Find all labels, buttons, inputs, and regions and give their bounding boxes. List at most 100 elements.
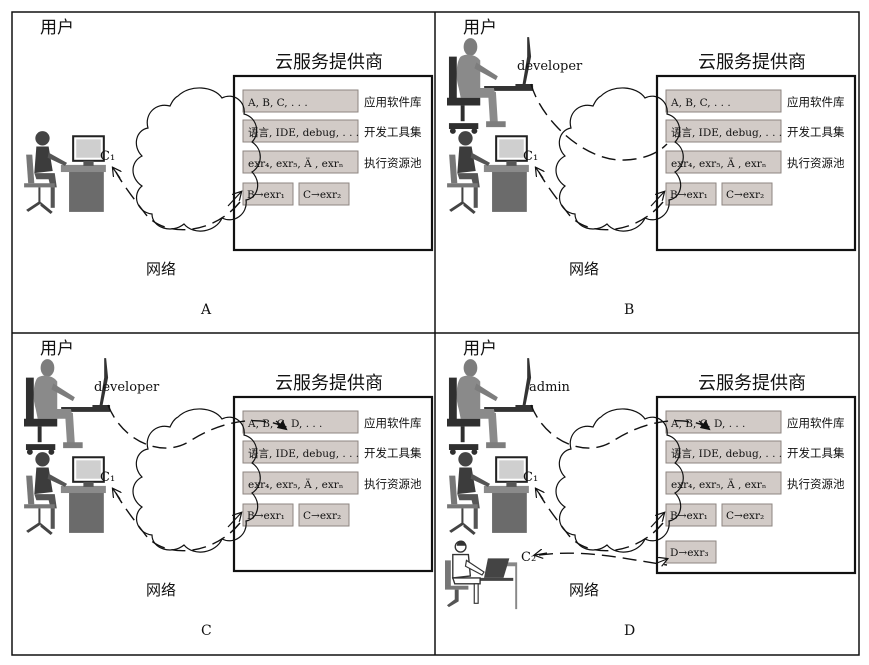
mapping-box	[721, 182, 773, 206]
developer-figure	[24, 358, 111, 455]
network-label: 网络	[146, 260, 176, 278]
row-item-text: exr₄, exr₅, Ä , exrₙ	[248, 156, 344, 170]
mapping-box	[665, 540, 717, 564]
network-label: 网络	[146, 581, 176, 599]
mapping-text: C→exr₂	[726, 510, 764, 522]
row-item-box	[242, 471, 359, 495]
network-label: 网络	[569, 581, 599, 599]
row-item-text: 语言, IDE, debug, . . .	[248, 447, 359, 460]
client-c1-figure	[23, 451, 107, 536]
developer-connection	[530, 83, 668, 161]
c1-connection	[538, 492, 664, 552]
c1-arrow	[113, 168, 120, 179]
row-item-box	[242, 150, 359, 174]
panel-caption: C	[201, 623, 212, 639]
user-label: 用户	[463, 18, 497, 38]
c2-arrow	[535, 553, 548, 555]
row-label: 开发工具集	[787, 446, 845, 460]
role-label: developer	[94, 380, 160, 395]
row-item-text: exr₄, exr₅, Ä , exrₙ	[248, 477, 344, 491]
client-c1-label: C₁	[523, 470, 538, 485]
provider-title: 云服务提供商	[275, 373, 383, 394]
row-label: 应用软件库	[364, 416, 422, 430]
client-c1-figure	[446, 130, 530, 215]
network-label: 网络	[569, 260, 599, 278]
row-item-text: exr₄, exr₅, Ä , exrₙ	[671, 156, 767, 170]
developer-arrow	[275, 420, 288, 431]
row-label: 开发工具集	[364, 446, 422, 460]
mapping-box	[242, 503, 294, 527]
mapping-box	[665, 503, 717, 527]
developer-connection	[107, 404, 281, 449]
provider-arrow	[650, 513, 664, 528]
row-item-box	[242, 440, 359, 464]
panel-caption: D	[624, 623, 635, 639]
row-item-text: 语言, IDE, debug, . . .	[248, 126, 359, 139]
row-item-box	[242, 410, 359, 434]
client-c1-figure	[446, 451, 530, 536]
row-item-box	[665, 119, 782, 143]
developer-connection	[530, 404, 704, 449]
row-item-box	[665, 410, 782, 434]
row-label: 执行资源池	[364, 477, 422, 491]
developer-figure	[447, 358, 534, 455]
client-c2-figure	[444, 539, 518, 610]
provider-arrow	[227, 192, 241, 207]
c1-arrow	[113, 489, 120, 500]
row-item-text: exr₄, exr₅, Ä , exrₙ	[671, 477, 767, 491]
mapping-text: B→exr₁	[670, 510, 708, 522]
mapping-text: B→exr₁	[247, 189, 285, 201]
panel-caption: A	[200, 302, 212, 318]
mapping-box	[665, 182, 717, 206]
row-item-box	[665, 440, 782, 464]
row-item-box	[665, 150, 782, 174]
client-c1-figure	[23, 130, 107, 215]
developer-figure	[447, 37, 534, 134]
row-label: 应用软件库	[364, 95, 422, 109]
row-label: 应用软件库	[787, 95, 845, 109]
client-c1-label: C₁	[100, 470, 115, 485]
row-label: 执行资源池	[364, 156, 422, 170]
row-label: 开发工具集	[787, 125, 845, 139]
user-label: 用户	[40, 18, 74, 38]
provider-title: 云服务提供商	[698, 373, 806, 394]
mapping-text: C→exr₂	[303, 189, 341, 201]
developer-arrow	[698, 420, 711, 431]
mapping-text: C→exr₂	[726, 189, 764, 201]
mapping-box	[242, 182, 294, 206]
user-label: 用户	[40, 339, 74, 359]
mapping-box	[298, 182, 350, 206]
row-item-box	[242, 89, 359, 113]
role-label: admin	[529, 380, 571, 395]
c1-arrow	[536, 168, 543, 179]
mapping-text: B→exr₁	[670, 189, 708, 201]
client-c1-label: C₁	[100, 149, 115, 164]
mapping-box	[298, 503, 350, 527]
c1-connection	[115, 171, 241, 231]
row-item-box	[242, 119, 359, 143]
row-item-text: A, B, C, . . .	[247, 97, 308, 109]
provider-title: 云服务提供商	[698, 52, 806, 73]
row-item-box	[665, 471, 782, 495]
provider-title: 云服务提供商	[275, 52, 383, 73]
client-c1-label: C₁	[523, 149, 538, 164]
row-label: 执行资源池	[787, 156, 845, 170]
c1-connection	[538, 171, 664, 231]
provider-arrow	[227, 513, 241, 528]
c2-provider-arrow	[656, 559, 667, 563]
mapping-text: B→exr₁	[247, 510, 285, 522]
client-c2-label: C₂	[521, 550, 536, 565]
mapping-text: D→exr₃	[670, 547, 709, 559]
row-item-text: 语言, IDE, debug, . . .	[671, 447, 782, 460]
row-label: 开发工具集	[364, 125, 422, 139]
row-label: 执行资源池	[787, 477, 845, 491]
row-label: 应用软件库	[787, 416, 845, 430]
user-label: 用户	[463, 339, 497, 359]
panel-caption: B	[624, 302, 634, 318]
provider-arrow	[650, 192, 664, 207]
